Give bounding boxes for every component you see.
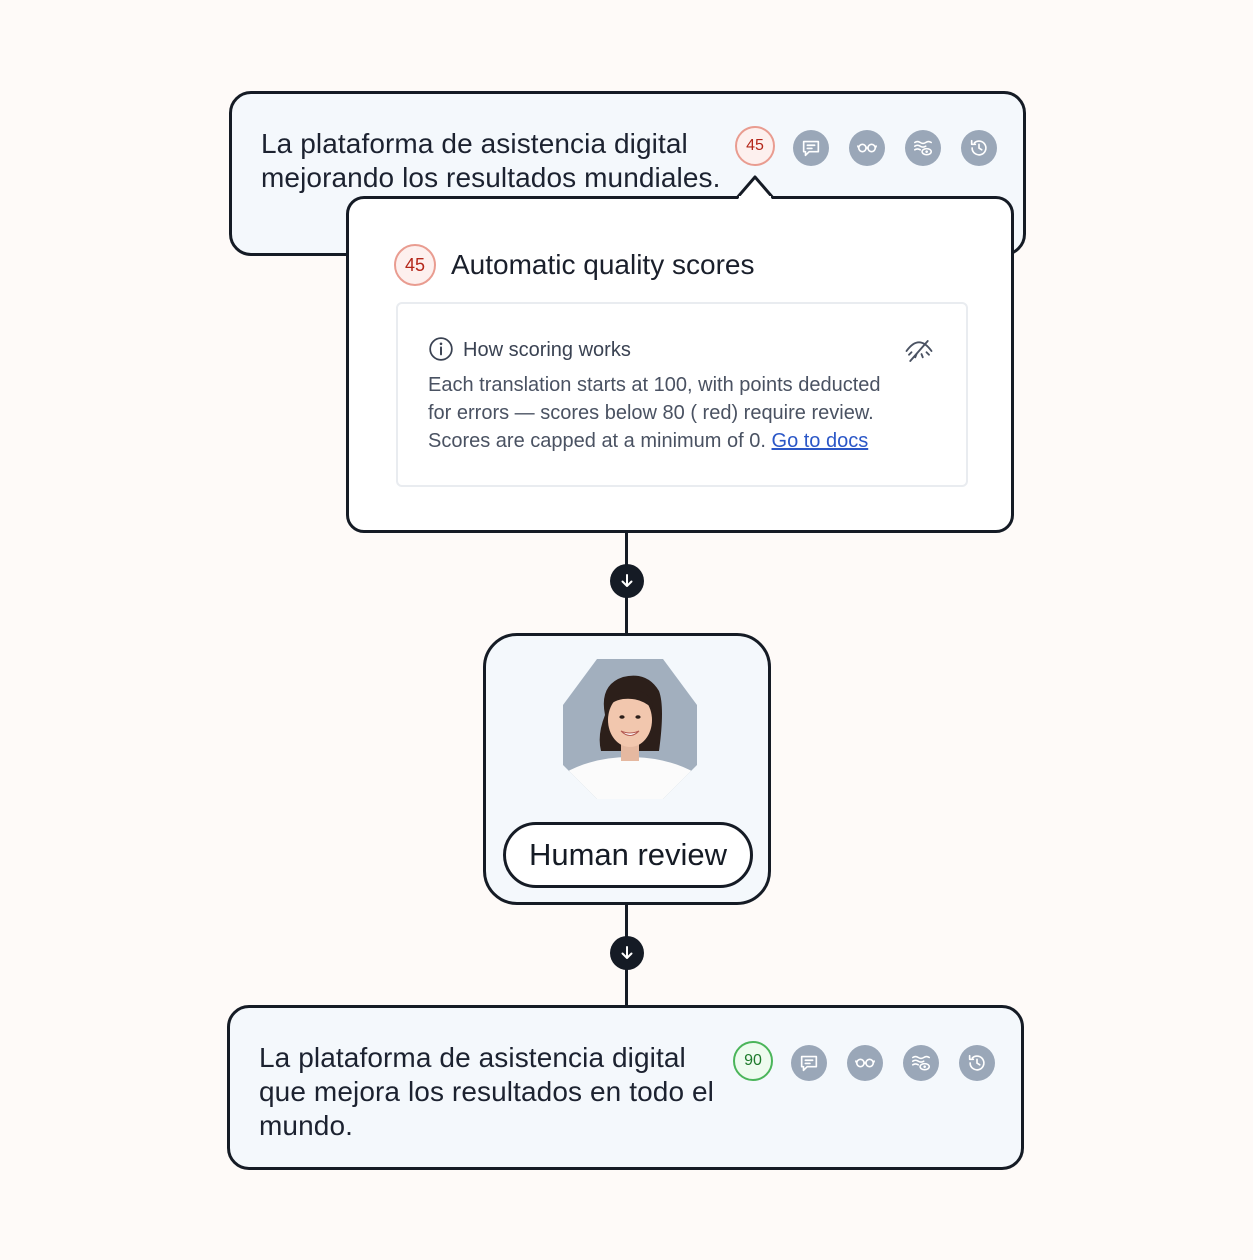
glasses-icon xyxy=(855,1058,875,1068)
human-review-card[interactable]: Human review xyxy=(483,633,771,905)
info-heading: How scoring works xyxy=(463,339,631,361)
waves-eye-icon xyxy=(911,1055,931,1071)
history-icon xyxy=(970,139,987,156)
history-button[interactable] xyxy=(959,1045,995,1081)
target-score-badge[interactable]: 90 xyxy=(733,1041,773,1081)
info-body: Each translation starts at 100, with poi… xyxy=(428,371,948,455)
hide-eye-icon[interactable] xyxy=(904,336,934,366)
waves-eye-icon xyxy=(913,140,933,156)
source-segment-text: La plataforma de asistencia digital mejo… xyxy=(261,128,721,193)
comment-icon xyxy=(802,140,820,157)
target-segment-card[interactable]: La plataforma de asistencia digital que … xyxy=(227,1005,1024,1170)
target-segment-text: La plataforma de asistencia digital que … xyxy=(259,1042,714,1141)
reviewer-avatar xyxy=(563,659,697,799)
comment-button[interactable] xyxy=(793,130,829,166)
source-score-badge[interactable]: 45 xyxy=(735,126,775,166)
flow-arrow-down-icon xyxy=(610,564,644,598)
visibility-button[interactable] xyxy=(903,1045,939,1081)
info-body-line-3: Scores are capped at a minimum of 0. Go … xyxy=(428,427,948,455)
info-body-line-2: for errors — scores below 80 ( red) requ… xyxy=(428,402,874,424)
info-body-line-3-text: Scores are capped at a minimum of 0. xyxy=(428,430,766,452)
human-review-label: Human review xyxy=(503,822,753,888)
go-to-docs-link[interactable]: Go to docs xyxy=(771,430,869,452)
flow-arrow-down-icon xyxy=(610,936,644,970)
comment-button[interactable] xyxy=(791,1045,827,1081)
preview-button[interactable] xyxy=(847,1045,883,1081)
quality-score-popover: 45 Automatic quality scores How scoring … xyxy=(346,196,1014,533)
info-icon xyxy=(429,337,453,361)
scoring-info-box: How scoring works Each translation start… xyxy=(396,302,968,487)
comment-icon xyxy=(800,1055,818,1072)
info-body-line-1: Each translation starts at 100, with poi… xyxy=(428,374,881,396)
popover-title: Automatic quality scores xyxy=(451,249,755,280)
history-icon xyxy=(968,1054,985,1071)
popover-score-badge: 45 xyxy=(394,244,436,286)
glasses-icon xyxy=(857,143,877,153)
popover-pointer xyxy=(735,175,775,199)
preview-button[interactable] xyxy=(849,130,885,166)
history-button[interactable] xyxy=(961,130,997,166)
visibility-button[interactable] xyxy=(905,130,941,166)
